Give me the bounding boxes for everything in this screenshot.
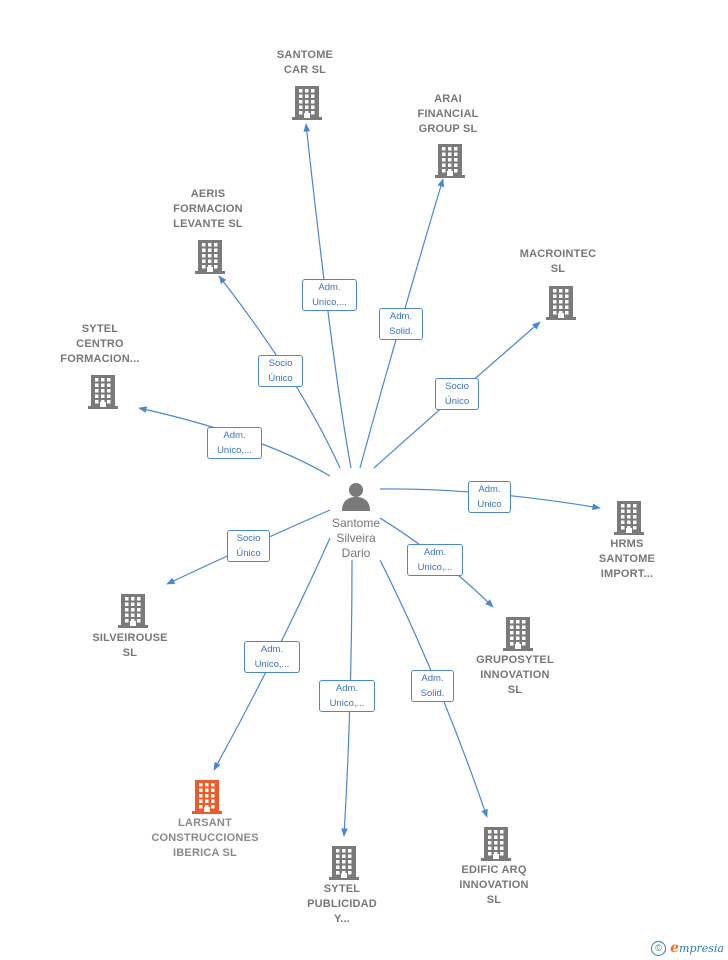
building-icon — [435, 144, 465, 178]
building-icon — [292, 86, 322, 120]
footer-brand[interactable]: © empresia — [651, 940, 724, 956]
relation-label-arai-financial[interactable]: Adm.Solid. — [379, 308, 423, 340]
person-name: Santome Silveira Dario — [331, 516, 381, 560]
brand-logo: empresia — [670, 940, 724, 956]
building-icon — [546, 286, 576, 320]
relation-label-sytel-publicidad[interactable]: Adm.Unico,... — [319, 680, 375, 712]
edge-santome-car — [303, 123, 352, 469]
building-icon — [503, 617, 533, 651]
building-icon — [614, 501, 644, 535]
building-icon — [88, 375, 118, 409]
building-icon — [192, 780, 222, 814]
person-icon — [342, 483, 370, 511]
relation-label-hrms-santome[interactable]: Adm.Unico — [468, 481, 511, 513]
building-icon — [195, 240, 225, 274]
copyright-icon: © — [651, 940, 667, 956]
relation-label-santome-car[interactable]: Adm.Unico,... — [302, 279, 357, 311]
building-icon — [481, 827, 511, 861]
building-icon — [118, 594, 148, 628]
relation-label-edific-arq[interactable]: Adm.Solid. — [411, 670, 454, 702]
relation-label-sytel-centro[interactable]: Adm.Unico,... — [207, 427, 262, 459]
relation-label-grupo-sytel[interactable]: Adm.Unico,... — [407, 544, 463, 576]
building-icon — [329, 846, 359, 880]
relation-label-larsant[interactable]: Adm.Unico,... — [244, 641, 300, 673]
